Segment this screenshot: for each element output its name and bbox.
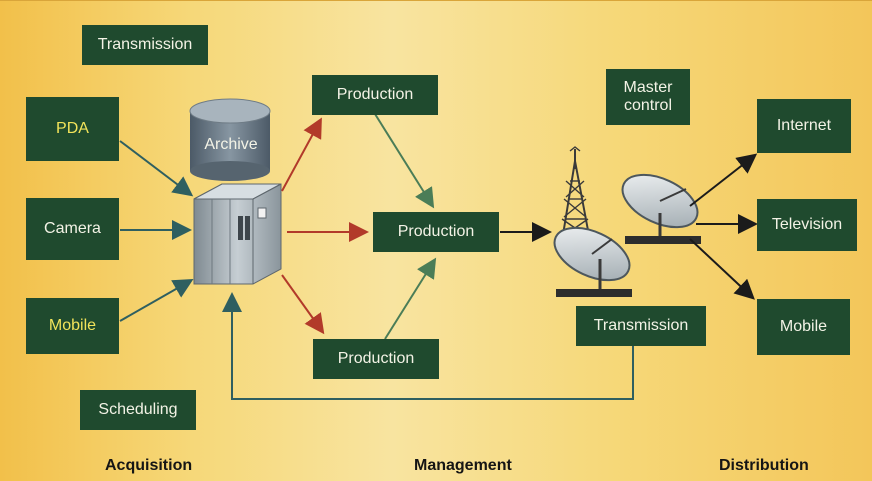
archive-label: Archive: [204, 135, 258, 153]
transmission-right-box: Transmission: [576, 306, 706, 346]
pda-box: PDA: [26, 97, 119, 161]
camera-box: Camera: [26, 198, 119, 260]
transmission-tower-icon: [561, 146, 591, 242]
mobile-right-box: Mobile: [757, 299, 850, 355]
satellite-dish-icon: [621, 173, 701, 244]
server-rack-icon: [193, 183, 282, 285]
mobile-left-box: Mobile: [26, 298, 119, 354]
television-box: Television: [757, 199, 857, 251]
production-mid-box: Production: [373, 212, 499, 252]
master-control-box: Master control: [606, 69, 690, 125]
scheduling-box: Scheduling: [80, 390, 196, 430]
transmission-top-box: Transmission: [82, 25, 208, 65]
production-bottom-box: Production: [313, 339, 439, 379]
satellite-dish-icon: [553, 226, 632, 297]
production-top-box: Production: [312, 75, 438, 115]
database-cylinder-icon: [189, 98, 271, 181]
section-acquisition-label: Acquisition: [105, 457, 193, 474]
internet-box: Internet: [757, 99, 851, 153]
section-distribution-label: Distribution: [719, 457, 809, 474]
section-management-label: Management: [414, 457, 512, 474]
